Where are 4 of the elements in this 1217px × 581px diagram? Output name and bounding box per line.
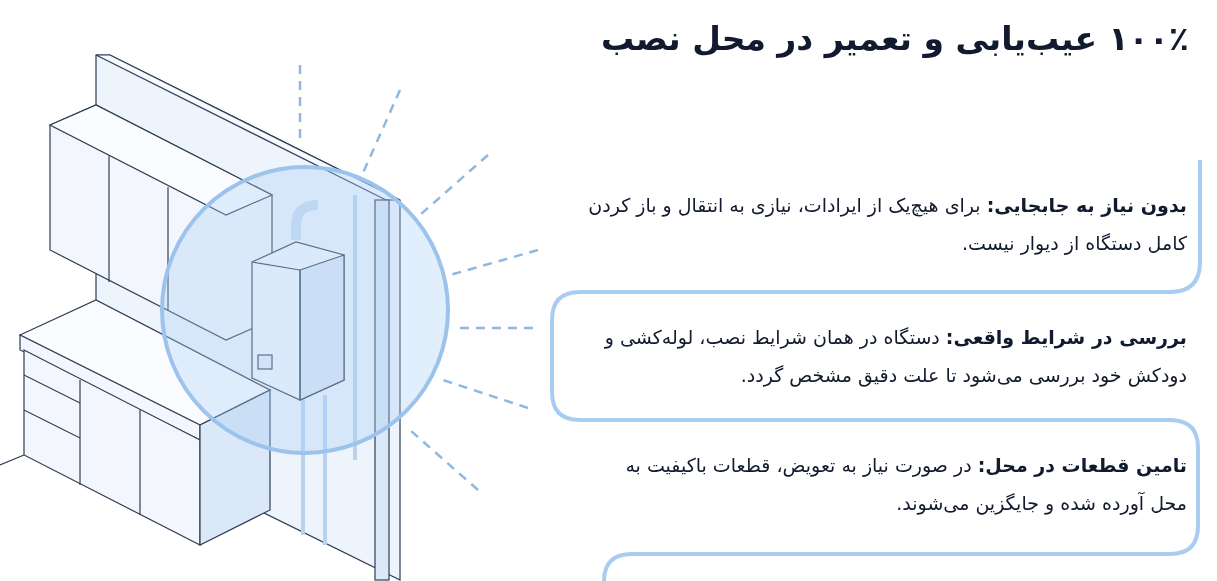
feature-paragraph: بررسی در شرایط واقعی: دستگاه در همان شرایط نصب، لوله‌کشی و دودکش خود بررسی می‌شود تا علت دقیق مشخص گردد. xyxy=(603,325,1187,389)
feature-paragraph: بدون نیاز به جابجایی: برای هیچ‌یک از ایرادات، نیازی به انتقال و باز کردن کامل دستگاه از دیوار نیست. xyxy=(587,193,1187,257)
feature-paragraph: تامین قطعات در محل: در صورت نیاز به تعویض، قطعات باکیفیت به محل آورده شده و جایگزین می‌شوند. xyxy=(624,453,1187,517)
title: ۱۰۰٪ عیب‌یابی و تعمیر در محل نصب xyxy=(600,18,1189,61)
